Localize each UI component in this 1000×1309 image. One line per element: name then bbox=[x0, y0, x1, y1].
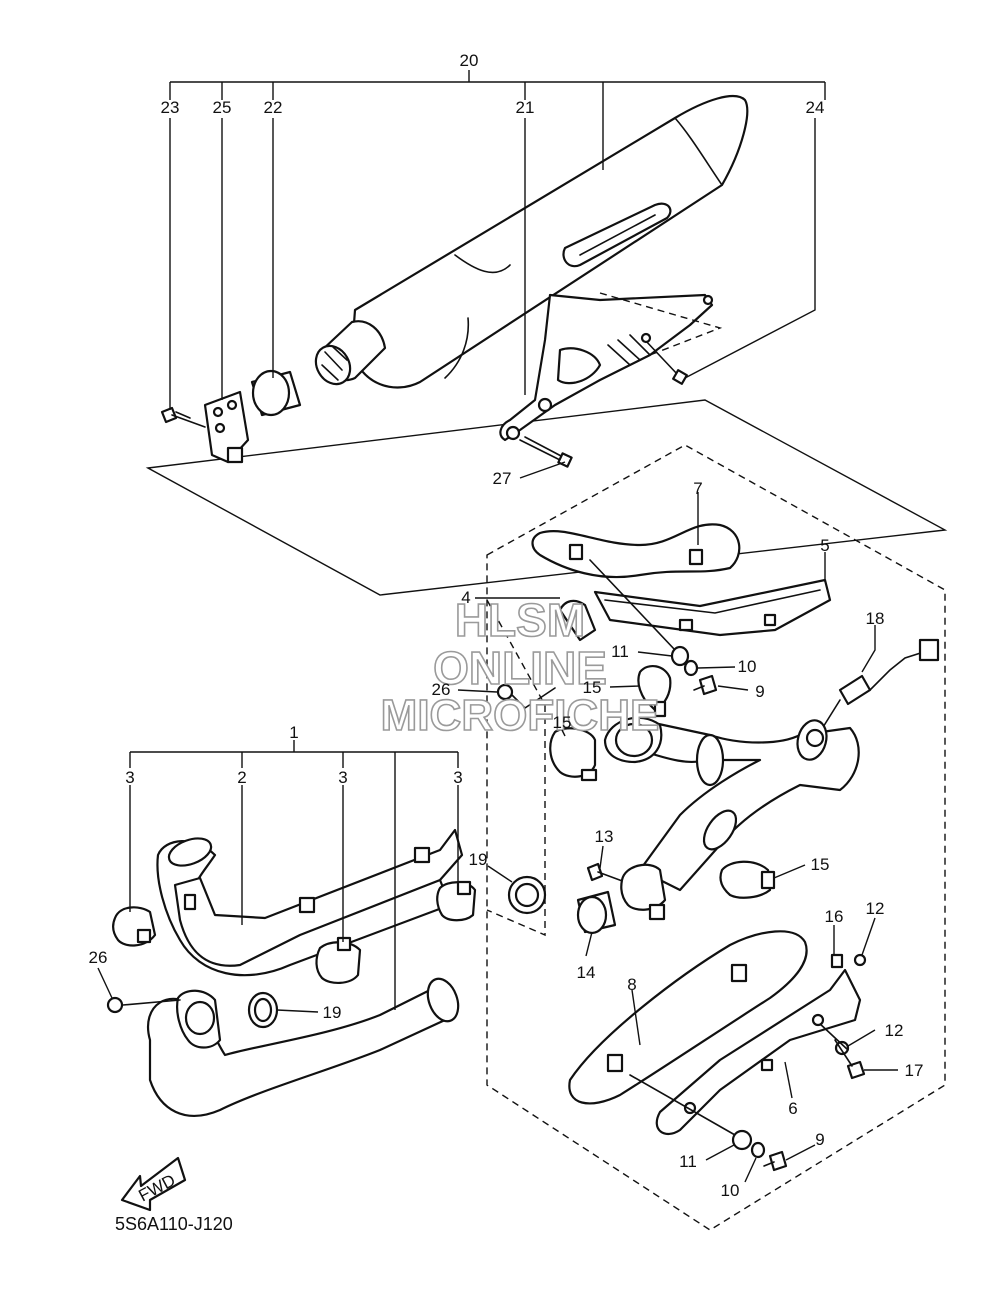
heat-shield-kit-frame bbox=[486, 444, 946, 1231]
clamp-right[interactable] bbox=[436, 880, 477, 922]
muffler-gasket[interactable] bbox=[250, 369, 302, 417]
callout-25: 25 bbox=[213, 98, 232, 117]
callout-3-middle: 3 bbox=[338, 768, 347, 787]
callout-12-upper: 12 bbox=[866, 899, 885, 918]
lower-damper[interactable] bbox=[731, 1129, 753, 1151]
callout-22: 22 bbox=[264, 98, 283, 117]
fwd-arrow-icon: FWD bbox=[120, 1156, 187, 1212]
watermark-line-1: HLSM bbox=[455, 594, 585, 646]
diagram-code: 5S6A110-J120 bbox=[115, 1214, 233, 1234]
front-heat-shield[interactable] bbox=[173, 828, 464, 967]
callout-10-lower: 10 bbox=[721, 1181, 740, 1200]
callout-leaders bbox=[97, 70, 898, 1183]
callout-20: 20 bbox=[460, 51, 479, 70]
callout-4: 4 bbox=[461, 588, 470, 607]
callout-27: 27 bbox=[493, 469, 512, 488]
rear-pipe-flange[interactable] bbox=[176, 989, 222, 1049]
joint-bolt[interactable] bbox=[586, 862, 626, 883]
callout-18: 18 bbox=[866, 609, 885, 628]
lower-washer[interactable] bbox=[750, 1141, 766, 1159]
rear-heat-shield-lower[interactable] bbox=[568, 930, 808, 1105]
callout-14: 14 bbox=[577, 963, 596, 982]
callout-numbers: 20 23 25 22 21 24 27 7 5 4 18 11 10 9 26… bbox=[89, 51, 924, 1200]
callout-16: 16 bbox=[825, 907, 844, 926]
heat-shield-center[interactable] bbox=[558, 599, 597, 642]
watermark-line-3: MICROFICHE bbox=[381, 691, 660, 740]
callout-21: 21 bbox=[516, 98, 535, 117]
clamp-left[interactable] bbox=[111, 906, 157, 947]
callout-3-left: 3 bbox=[125, 768, 134, 787]
callout-5: 5 bbox=[820, 536, 829, 555]
washer-12-upper[interactable] bbox=[853, 953, 867, 967]
upper-washer[interactable] bbox=[683, 659, 699, 677]
lower-bolt[interactable] bbox=[763, 1150, 788, 1172]
callout-19-lower: 19 bbox=[323, 1003, 342, 1022]
lower-gasket[interactable] bbox=[247, 991, 279, 1029]
callout-10-upper: 10 bbox=[738, 657, 757, 676]
gasket-upper[interactable] bbox=[507, 875, 547, 915]
clamp-middle[interactable] bbox=[315, 936, 362, 984]
y-pipe[interactable] bbox=[638, 717, 860, 892]
callout-11-lower: 11 bbox=[679, 1152, 697, 1171]
pipe-group-frame bbox=[486, 599, 546, 937]
upper-nut[interactable] bbox=[496, 683, 514, 701]
muffler-clamp[interactable] bbox=[203, 390, 250, 464]
callout-24: 24 bbox=[806, 98, 825, 117]
callout-3-right: 3 bbox=[453, 768, 462, 787]
o2-sensor[interactable] bbox=[814, 638, 940, 741]
clamp-upper-left[interactable] bbox=[549, 727, 598, 782]
callout-11-upper: 11 bbox=[611, 642, 629, 661]
muffler-mount-bolt[interactable] bbox=[640, 294, 714, 385]
shield-mount-hole bbox=[811, 1013, 825, 1027]
clamp-upper-right[interactable] bbox=[637, 664, 672, 718]
callout-7: 7 bbox=[693, 479, 702, 498]
watermark-line-2: ONLINE bbox=[433, 642, 607, 694]
front-heat-shield-lower[interactable] bbox=[655, 968, 862, 1136]
pipe-joint-clamp[interactable] bbox=[620, 863, 667, 921]
muffler[interactable] bbox=[309, 95, 749, 390]
front-heat-shield-upper[interactable] bbox=[593, 578, 832, 637]
clamp-lower-right[interactable] bbox=[719, 860, 776, 899]
upper-shield-bolt-line bbox=[589, 559, 676, 651]
muffler-bracket[interactable] bbox=[499, 293, 714, 442]
callout-2: 2 bbox=[237, 768, 246, 787]
callout-1: 1 bbox=[289, 723, 298, 742]
rear-heat-shield-upper[interactable] bbox=[531, 523, 741, 579]
callout-17: 17 bbox=[905, 1061, 924, 1080]
callout-9-upper: 9 bbox=[755, 682, 764, 701]
lower-nut[interactable] bbox=[106, 996, 124, 1014]
upper-damper[interactable] bbox=[670, 645, 690, 667]
callout-26-lower: 26 bbox=[89, 948, 108, 967]
callout-15-c: 15 bbox=[811, 855, 830, 874]
callout-26-upper: 26 bbox=[432, 680, 451, 699]
callout-15-b: 15 bbox=[553, 713, 572, 732]
callout-12-lower: 12 bbox=[885, 1021, 904, 1040]
callout-19-upper: 19 bbox=[469, 850, 488, 869]
clamp-bolt[interactable] bbox=[160, 406, 206, 428]
callout-13: 13 bbox=[595, 827, 614, 846]
callout-6: 6 bbox=[788, 1099, 797, 1118]
callout-15-a: 15 bbox=[583, 678, 602, 697]
callout-9-lower: 9 bbox=[815, 1130, 824, 1149]
spacer-16[interactable] bbox=[830, 953, 844, 969]
callout-8: 8 bbox=[627, 975, 636, 994]
joint-sleeve[interactable] bbox=[576, 890, 617, 935]
upper-bolt[interactable] bbox=[693, 674, 718, 696]
bracket-guide-line bbox=[599, 292, 723, 356]
callout-23: 23 bbox=[161, 98, 180, 117]
y-pipe-flange[interactable] bbox=[603, 716, 663, 764]
